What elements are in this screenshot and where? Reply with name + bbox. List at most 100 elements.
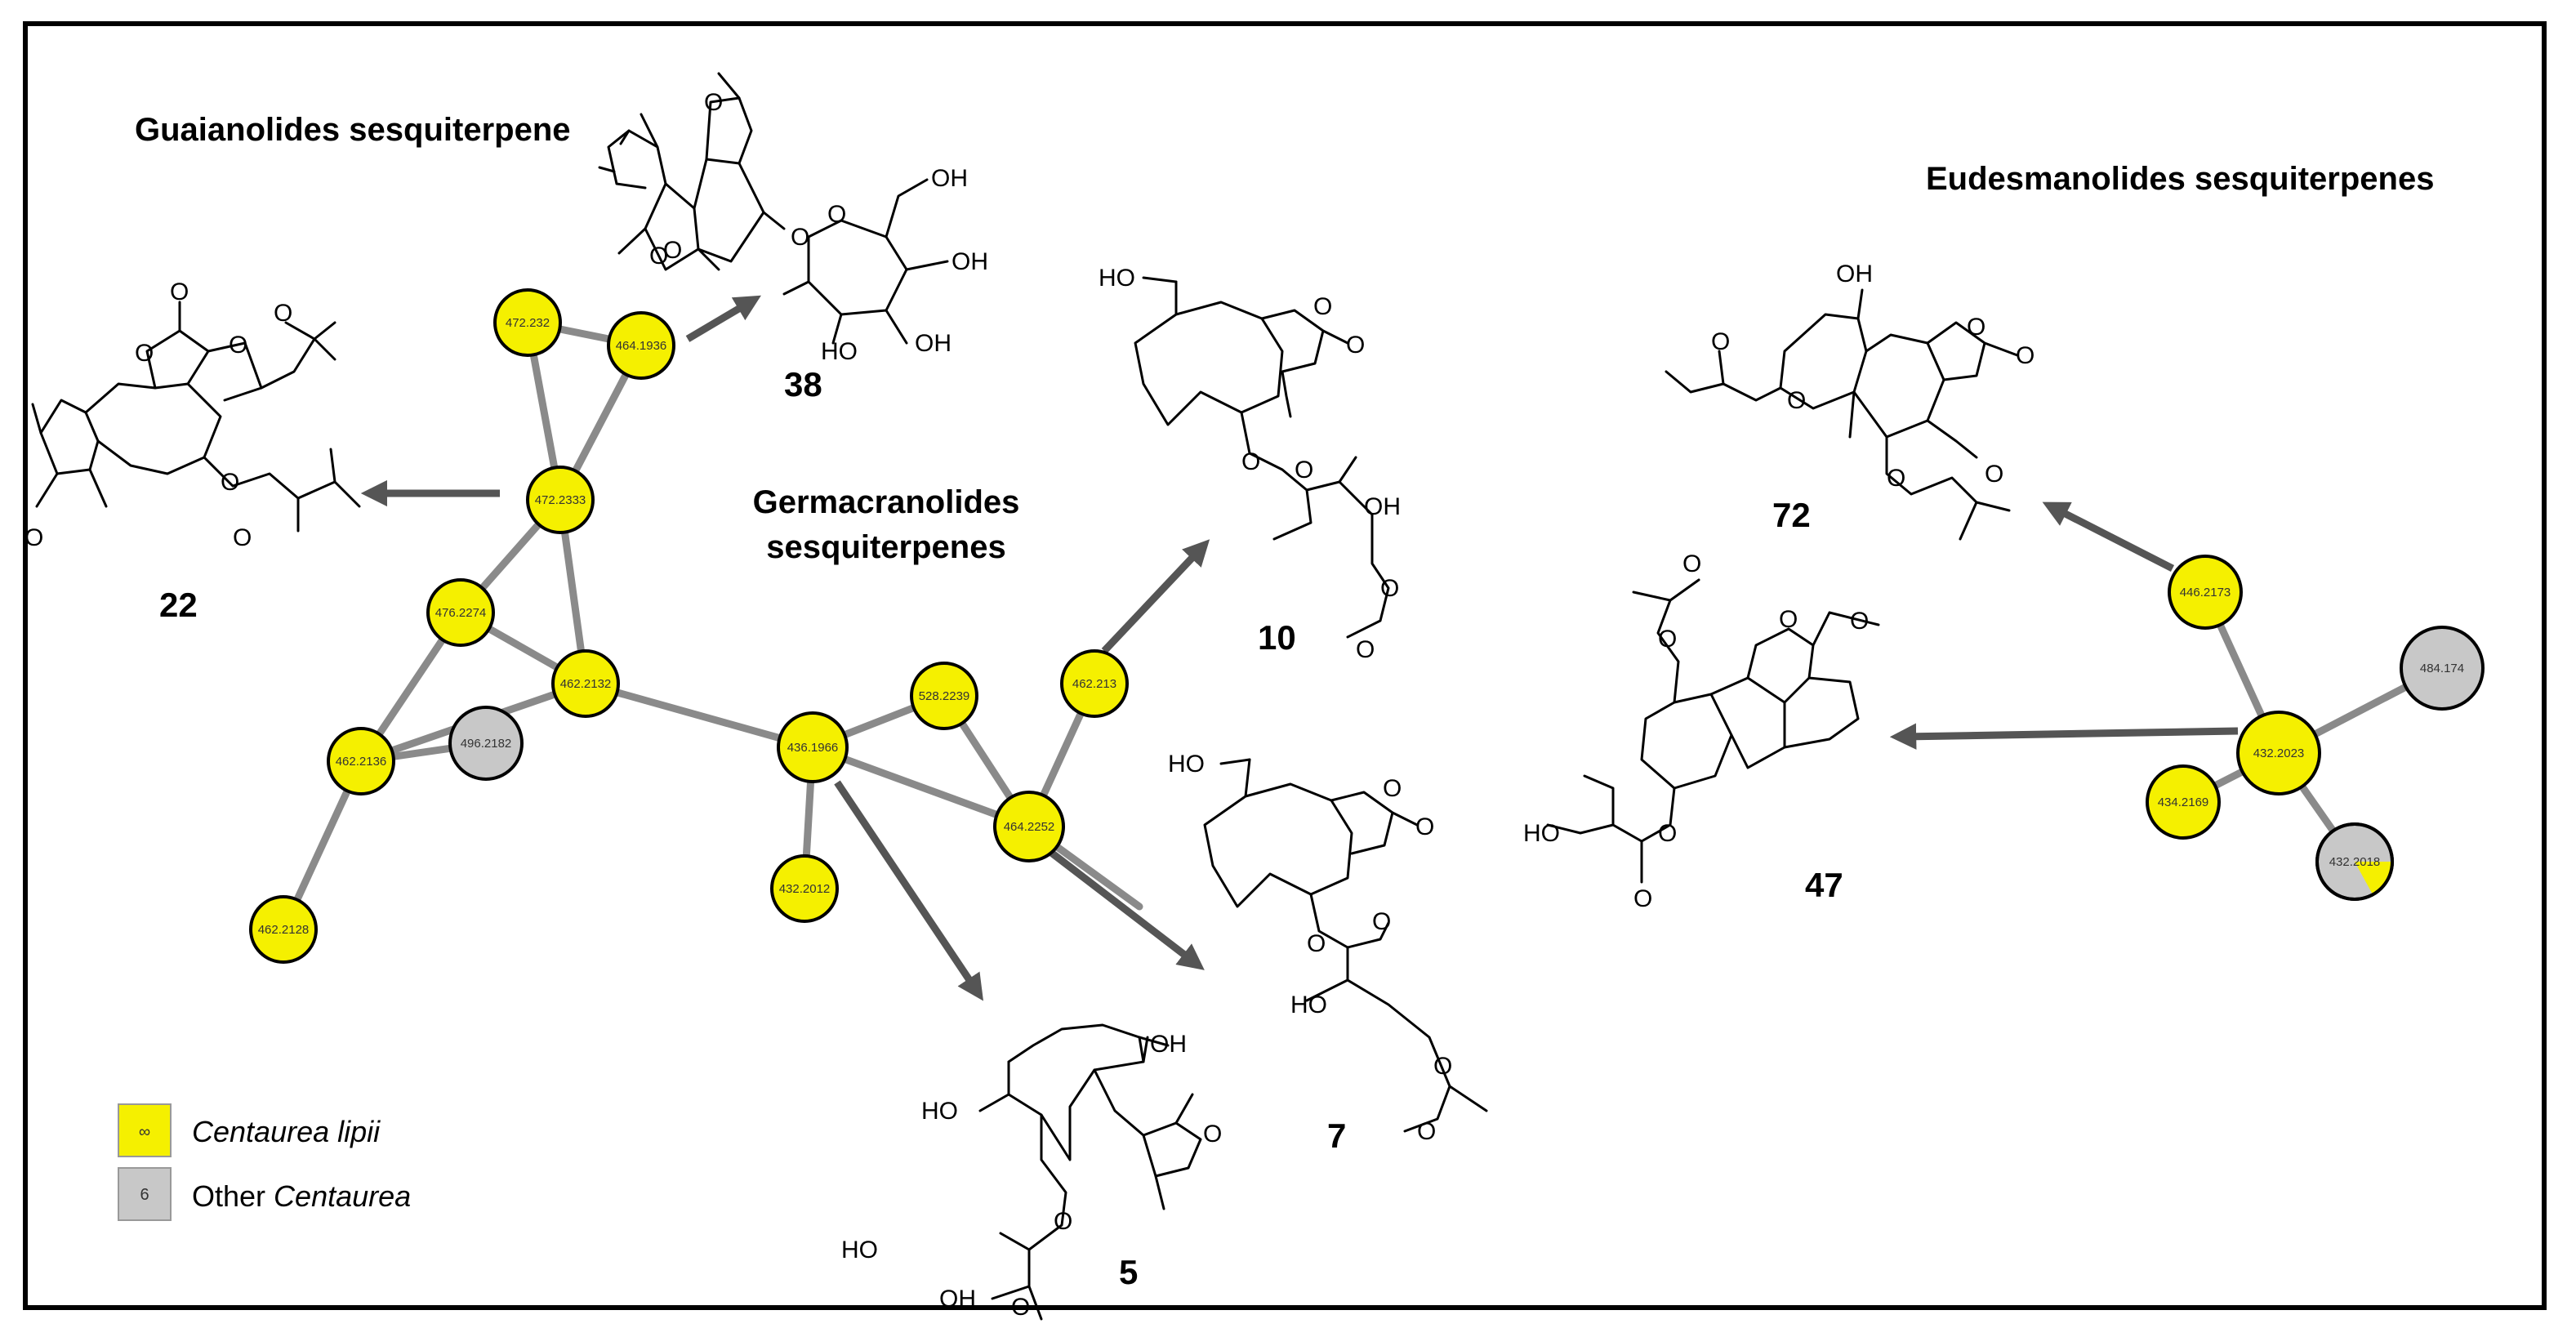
svg-text:O: O (827, 201, 846, 228)
svg-text:O: O (1433, 1053, 1452, 1080)
svg-text:O: O (170, 279, 189, 305)
svg-text:436.1966: 436.1966 (787, 741, 839, 755)
svg-text:O: O (233, 524, 252, 551)
svg-text:496.2182: 496.2182 (461, 737, 512, 751)
svg-text:OH: OH (939, 1286, 976, 1312)
svg-text:HO: HO (1290, 992, 1327, 1018)
svg-text:22: 22 (159, 586, 198, 624)
node-432-2018[interactable]: 432.2018 (2315, 822, 2394, 901)
svg-text:5: 5 (1119, 1253, 1138, 1291)
svg-text:528.2239: 528.2239 (919, 689, 970, 703)
svg-text:HO: HO (1168, 751, 1205, 778)
node-476-2274[interactable]: 476.2274 (426, 578, 495, 647)
svg-text:464.2252: 464.2252 (1004, 820, 1055, 834)
node-472-232[interactable]: 472.232 (493, 288, 562, 357)
node-462-2136[interactable]: 462.2136 (327, 727, 395, 796)
network-arrows (360, 295, 2239, 1001)
node-434-2169[interactable]: 434.2169 (2146, 764, 2221, 840)
node-446-2173[interactable]: 446.2173 (2168, 555, 2243, 630)
network-edges (279, 319, 2446, 934)
svg-text:484.174: 484.174 (2420, 662, 2464, 675)
svg-text:462.2136: 462.2136 (336, 755, 387, 769)
svg-text:O: O (1241, 448, 1260, 475)
svg-text:OH: OH (915, 330, 952, 357)
node-464-1936[interactable]: 464.1936 (607, 311, 675, 380)
svg-text:O: O (1203, 1121, 1222, 1148)
svg-text:OH: OH (952, 248, 988, 275)
svg-text:O: O (1658, 820, 1677, 847)
svg-text:O: O (1779, 606, 1798, 633)
legend: ∞ Centaurea lipii 6 Other Centaurea (118, 1103, 411, 1221)
svg-text:O: O (1850, 608, 1869, 635)
svg-text:O: O (2016, 342, 2035, 369)
svg-text:6: 6 (140, 1186, 149, 1204)
svg-text:O: O (1417, 1118, 1436, 1145)
legend-swatch-gray (118, 1167, 172, 1221)
svg-text:O: O (1985, 461, 2003, 488)
svg-text:O: O (1372, 908, 1391, 935)
svg-text:464.1936: 464.1936 (616, 339, 667, 353)
svg-text:O: O (1346, 332, 1365, 359)
svg-text:O: O (1383, 775, 1402, 802)
network-nodes: 472.232 464.1936 472.2333 476.2274 462.2… (249, 288, 2485, 964)
svg-text:72: 72 (1772, 496, 1811, 534)
svg-text:O: O (135, 340, 154, 367)
svg-text:O: O (1307, 930, 1326, 957)
structure-47: O O O O O O HO 47 (1523, 550, 1880, 912)
title-germacranolides-1: Germacranolides (753, 484, 1020, 520)
title-germacranolides-2: sesquiterpenes (766, 529, 1005, 565)
svg-text:O: O (1887, 465, 1905, 492)
structure-10: HO O O O O OH O O 10 (1099, 265, 1401, 663)
svg-text:O: O (791, 224, 809, 251)
svg-text:HO: HO (921, 1098, 958, 1125)
legend-item-other: 6 Other Centaurea (118, 1167, 411, 1221)
structure-22: O O O O O O O 22 (25, 279, 361, 624)
svg-text:O: O (1011, 1294, 1030, 1321)
svg-text:OH: OH (1364, 493, 1401, 520)
svg-text:O: O (1313, 293, 1332, 320)
svg-text:Other Centaurea: Other Centaurea (192, 1179, 411, 1213)
svg-text:432.2018: 432.2018 (2329, 855, 2381, 869)
svg-text:434.2169: 434.2169 (2158, 796, 2209, 809)
svg-text:HO: HO (1523, 820, 1560, 847)
node-432-2012[interactable]: 432.2012 (770, 854, 839, 923)
svg-text:O: O (1054, 1208, 1072, 1235)
svg-text:O: O (663, 237, 682, 264)
node-464-2252[interactable]: 464.2252 (993, 791, 1065, 862)
node-528-2239[interactable]: 528.2239 (910, 662, 978, 730)
svg-text:O: O (649, 243, 668, 270)
node-436-1966[interactable]: 436.1966 (777, 711, 849, 783)
node-496-2182[interactable]: 496.2182 (448, 706, 524, 781)
svg-text:O: O (229, 332, 247, 359)
legend-swatch-yellow (118, 1103, 172, 1157)
svg-text:472.2333: 472.2333 (535, 493, 586, 507)
svg-text:O: O (1295, 457, 1313, 484)
svg-text:O: O (274, 300, 292, 327)
svg-text:10: 10 (1258, 618, 1296, 657)
node-432-2023[interactable]: 432.2023 (2236, 711, 2321, 796)
svg-text:462.213: 462.213 (1072, 677, 1116, 691)
svg-text:HO: HO (841, 1237, 878, 1263)
node-462-2132[interactable]: 462.2132 (551, 649, 620, 718)
structure-7: HO O O O O HO O O 7 (1168, 751, 1488, 1155)
svg-text:OH: OH (1836, 261, 1873, 287)
structure-72: OH O O O O O O 72 (1665, 261, 2035, 541)
svg-text:O: O (704, 89, 723, 116)
figure-frame (23, 21, 2547, 1310)
node-472-2333[interactable]: 472.2333 (526, 466, 595, 534)
svg-text:O: O (221, 469, 239, 496)
svg-text:O: O (1356, 636, 1375, 663)
svg-text:432.2012: 432.2012 (779, 882, 831, 896)
svg-text:∞: ∞ (139, 1123, 150, 1141)
svg-text:O: O (1711, 328, 1730, 355)
svg-text:O: O (1682, 550, 1701, 577)
node-462-213[interactable]: 462.213 (1060, 649, 1129, 718)
title-eudesmanolides: Eudesmanolides sesquiterpenes (1926, 161, 2434, 197)
node-462-2128[interactable]: 462.2128 (249, 895, 318, 964)
svg-text:HO: HO (1099, 265, 1135, 292)
svg-text:O: O (1415, 813, 1434, 840)
node-484-174[interactable]: 484.174 (2400, 626, 2485, 711)
svg-text:432.2023: 432.2023 (2253, 746, 2305, 760)
structure-5: OH HO O O O HO OH 5 (841, 1023, 1222, 1321)
